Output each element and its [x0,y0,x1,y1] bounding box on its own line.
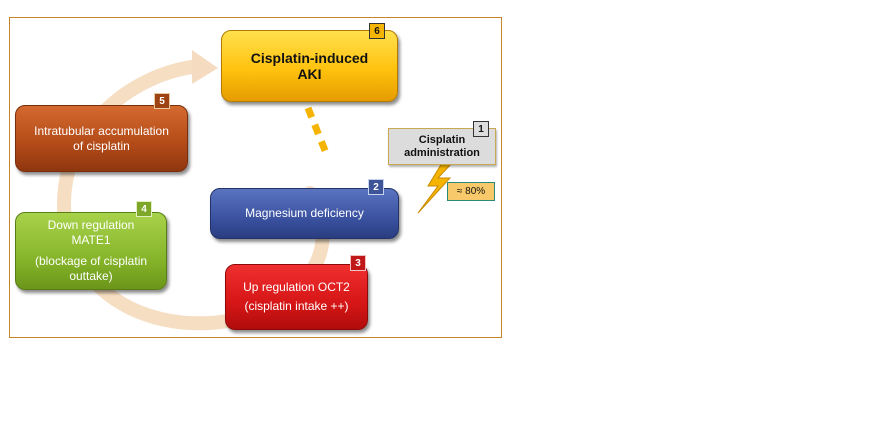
node-accumulation-line-1: Intratubular accumulation [34,123,169,138]
badge-2: 2 [368,179,384,195]
node-mate1-line-4: outtake) [69,269,113,283]
badge-4: 4 [136,201,152,217]
node-aki-line-2: AKI [297,66,322,82]
node-accumulation-line-2: of cisplatin [73,138,130,153]
badge-3: 3 [350,255,366,271]
node-administration-line-2: administration [404,146,480,159]
percentage-label: ≈ 80% [447,182,495,201]
diagram-frame: Cisplatin-induced AKI 6 Intratubular acc… [9,17,502,338]
lightning-icon [417,162,454,214]
node-accumulation: Intratubular accumulation of cisplatin [15,105,188,172]
badge-1: 1 [473,121,489,137]
node-oct2: Up regulation OCT2 (cisplatin intake ++) [225,264,368,330]
cycle-arrowhead [192,50,218,84]
node-magnesium: Magnesium deficiency [210,188,399,239]
node-aki-line-1: Cisplatin-induced [250,50,369,66]
badge-5: 5 [154,93,170,109]
node-mate1-line-2: MATE1 [71,233,111,247]
node-mate1-line-1: Down regulation [47,218,135,232]
node-oct2-line-1: Up regulation OCT2 [243,280,350,294]
dashed-link [304,106,332,160]
node-aki: Cisplatin-induced AKI [221,30,398,102]
node-oct2-line-2: (cisplatin intake ++) [244,299,349,313]
node-mate1: Down regulation MATE1 (blockage of cispl… [15,212,167,290]
node-magnesium-line-1: Magnesium deficiency [245,206,364,220]
node-mate1-line-3: (blockage of cisplatin [34,254,148,268]
badge-6: 6 [369,23,385,39]
node-administration-line-1: Cisplatin [418,133,466,146]
